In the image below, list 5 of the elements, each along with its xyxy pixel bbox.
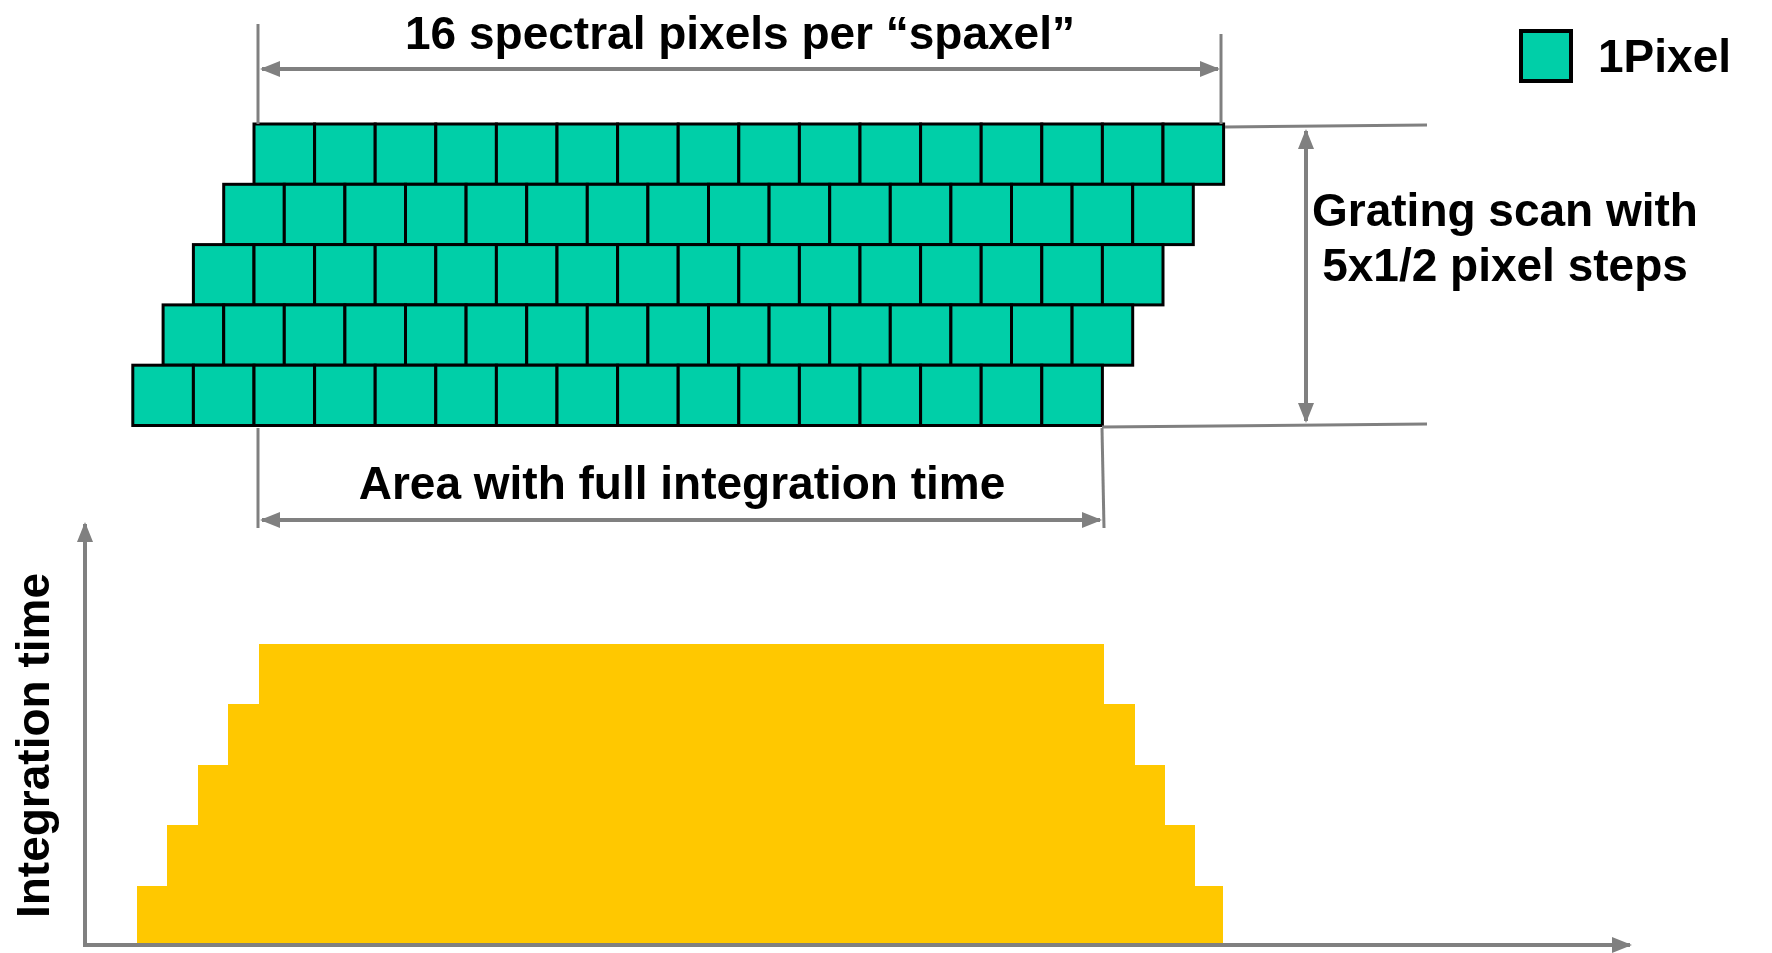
dimension-label: Grating scan with 5x1/2 pixel steps <box>1311 183 1699 293</box>
axis-title: Integration time <box>5 572 60 920</box>
dimension-label: 16 spectral pixels per “spaxel” <box>404 6 1076 61</box>
legend-label: 1Pixel <box>1598 29 1731 84</box>
dimension-label: Area with full integration time <box>357 456 1007 511</box>
